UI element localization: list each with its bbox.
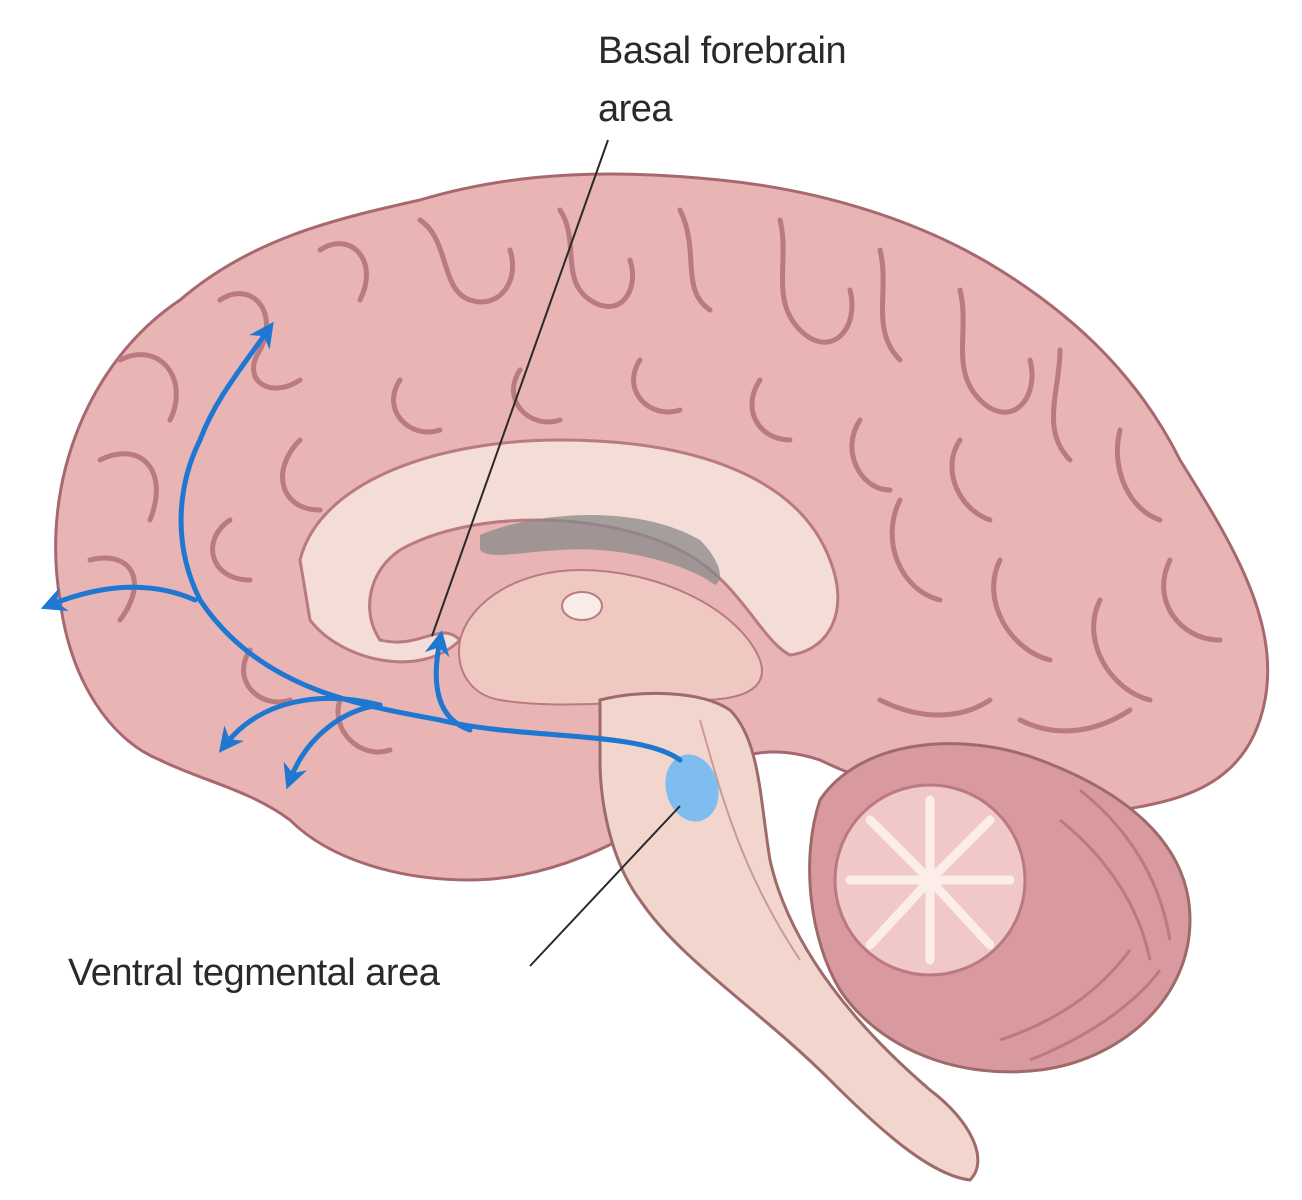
cerebellum-folia	[999, 788, 1172, 1062]
arbor-vitae-branches	[845, 795, 1015, 965]
pathway-orbitofrontal-2	[283, 702, 383, 790]
pathway-frontal-superior	[197, 321, 274, 443]
pathway-main	[178, 437, 683, 763]
label-basal-forebrain-area: Basal forebrain area	[598, 22, 938, 138]
leader-line-vta	[529, 805, 681, 967]
brainstem-line	[699, 719, 801, 961]
label-basal-forebrain-line2: area	[598, 88, 673, 130]
pathway-basal-forebrain	[424, 630, 473, 733]
label-basal-forebrain-line1: Basal forebrain	[598, 30, 847, 72]
diencephalon	[458, 568, 763, 706]
cortical-folds	[87, 207, 1223, 755]
anterior-commissure	[561, 591, 603, 621]
label-ventral-tegmental-area: Ventral tegmental area	[68, 952, 440, 994]
ventral-tegmental-area	[665, 754, 719, 822]
pathway-orbitofrontal-1	[218, 695, 383, 753]
pathway-frontal-anterior	[40, 584, 198, 612]
lateral-ventricle	[480, 515, 720, 585]
leader-line-basal-forebrain	[431, 139, 609, 637]
dopamine-pathways	[40, 321, 683, 790]
